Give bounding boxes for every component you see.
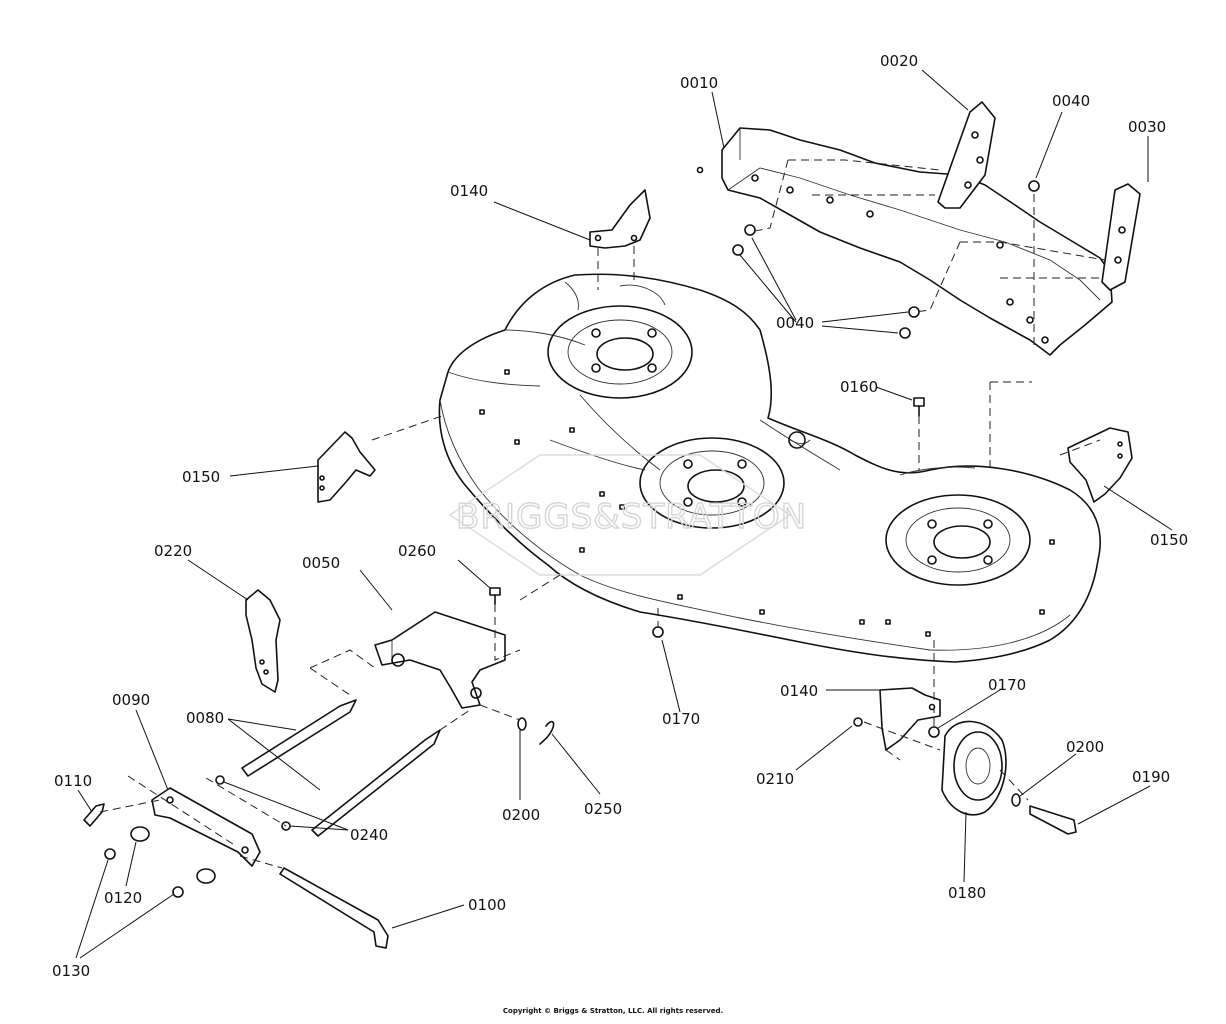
callout-0090: 0090 [112,691,150,709]
copyright-notice: Copyright © Briggs & Stratton, LLC. All … [502,1007,724,1015]
callout-0010: 0010 [680,74,718,92]
lift-rods-0080 [241,699,441,837]
brand-watermark: BRIGGS&STRATTON [448,454,807,576]
callout-0020: 0020 [880,52,918,70]
callout-0220: 0220 [154,542,192,560]
callout-0170-center: 0170 [662,710,700,728]
callout-0140-bottom: 0140 [780,682,818,700]
bolt-0160 [913,397,925,417]
callout-0190: 0190 [1132,768,1170,786]
callout-0210: 0210 [756,770,794,788]
assembly-guides [99,159,1106,869]
spacers-0120 [130,826,216,884]
callout-0110: 0110 [54,772,92,790]
mower-deck-housing [438,273,1101,663]
front-bracket-0050 [374,611,506,709]
callout-0150-right: 0150 [1150,531,1188,549]
callout-0130: 0130 [52,962,90,980]
callout-0150-left: 0150 [182,468,220,486]
callout-0040-top: 0040 [1052,92,1090,110]
gauge-wheel-0180 [941,720,1007,816]
callout-0200-left: 0200 [502,806,540,824]
side-bracket-0150-right [1067,427,1133,503]
callout-0250: 0250 [584,800,622,818]
shoulder-bolt-0190 [1029,805,1077,835]
callout-0240: 0240 [350,826,388,844]
callout-0170-right: 0170 [988,676,1026,694]
callout-0120: 0120 [104,889,142,907]
callout-0140-top: 0140 [450,182,488,200]
nuts-0040 [732,180,1040,339]
callout-labels: 0010 0020 0030 0040 0040 0140 0150 0150 … [52,52,1188,980]
mounting-plate-0020 [937,101,996,209]
callout-0100: 0100 [468,896,506,914]
callout-0030: 0030 [1128,118,1166,136]
callout-0200-right: 0200 [1066,738,1104,756]
adjustment-rod-0100 [279,867,389,949]
mounting-plate-0030 [1101,183,1141,291]
callout-0260: 0260 [398,542,436,560]
hitch-pin-0110 [83,803,105,827]
clip-0250 [539,720,555,745]
watermark-text: BRIGGS&STRATTON [456,497,807,537]
washers-0200 [517,717,1021,807]
lever-bracket-0220 [245,589,281,693]
callout-0050: 0050 [302,554,340,572]
callout-0160: 0160 [840,378,878,396]
gauge-bracket-0140-top [589,189,651,249]
screw-0260 [489,587,501,605]
gauge-bracket-0140-bottom [879,687,941,751]
side-bracket-0150-left [317,431,376,503]
callout-0180: 0180 [948,884,986,902]
callout-0040-mid: 0040 [776,314,814,332]
nut-0210 [853,717,863,727]
rear-hitch-rail-0010 [696,127,1113,356]
nuts-0130 [104,848,184,898]
callout-0080: 0080 [186,709,224,727]
leader-lines [75,69,1173,959]
